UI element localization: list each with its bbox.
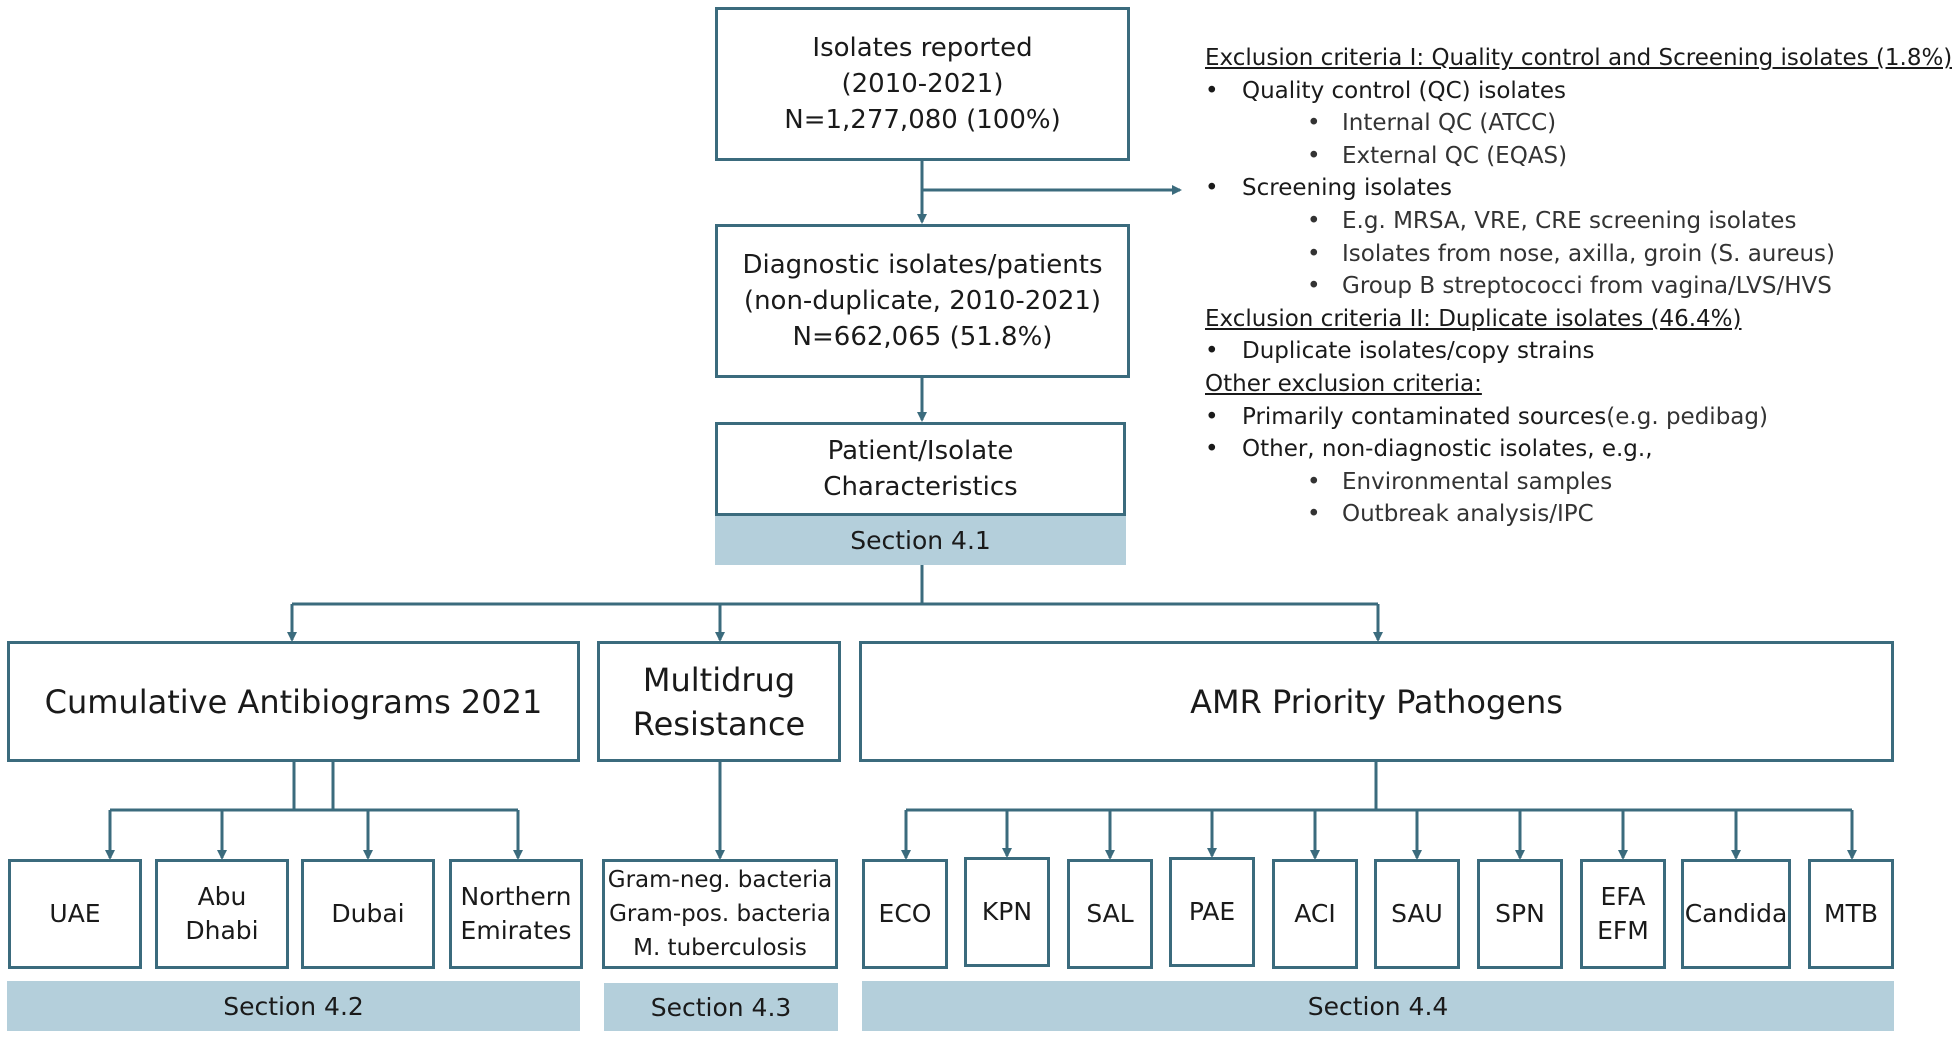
region-box-uae: UAE: [8, 859, 142, 969]
amr-priority-pathogens-box: AMR Priority Pathogens: [859, 641, 1894, 762]
amr-priority-pathogens-title: AMR Priority Pathogens: [1190, 682, 1563, 721]
bullet-icon: •: [1205, 436, 1219, 463]
bullet-icon: •: [1307, 501, 1321, 528]
cumulative-antibiograms-title: Cumulative Antibiograms 2021: [44, 682, 543, 721]
bullet-icon: •: [1307, 240, 1321, 267]
isolates-reported-box: Isolates reported (2010-2021) N=1,277,08…: [715, 7, 1130, 161]
pathogen-box-efa-efm: EFA EFM: [1580, 859, 1666, 969]
mdr-organisms-box: Gram-neg. bacteria Gram-pos. bacteria M.…: [602, 859, 838, 969]
pathogen-box-spn: SPN: [1477, 859, 1563, 969]
contaminated-sources-example: (e.g. pedibag): [1606, 403, 1768, 430]
isolates-reported-count: N=1,277,080 (100%): [784, 105, 1061, 135]
connector-arrows: [105, 160, 1857, 860]
mdr-title-line2: Resistance: [632, 704, 806, 743]
pathogen-label: SAL: [1086, 899, 1134, 928]
mdr-organism-item: Gram-pos. bacteria: [609, 901, 831, 927]
contaminated-sources-item: Primarily contaminated sources: [1242, 403, 1607, 430]
bullet-icon: •: [1205, 338, 1219, 365]
patient-characteristics-line1: Patient/Isolate: [827, 436, 1014, 466]
section-4-3-band: Section 4.3: [604, 983, 838, 1031]
region-box-abu-dhabi: Abu Dhabi: [155, 859, 289, 969]
other-exclusion-heading: Other exclusion criteria:: [1205, 370, 1482, 397]
pathogen-label: EFA EFM: [1597, 882, 1649, 945]
pathogen-label: ACI: [1294, 899, 1336, 928]
screening-example-2: Isolates from nose, axilla, groin (S. au…: [1342, 240, 1836, 267]
isolates-reported-period: (2010-2021): [841, 69, 1004, 99]
mdr-organism-item: Gram-neg. bacteria: [607, 867, 833, 893]
non-diagnostic-item: Other, non-diagnostic isolates, e.g.,: [1242, 436, 1653, 463]
environmental-samples-item: Environmental samples: [1342, 468, 1613, 495]
pathogen-label: PAE: [1188, 897, 1236, 926]
pathogen-label: SPN: [1495, 899, 1545, 928]
section-4-4-band: Section 4.4: [862, 981, 1894, 1031]
pathogen-box-mtb: MTB: [1808, 859, 1894, 969]
pathogen-box-pae: PAE: [1169, 857, 1255, 967]
section-4-1-band: Section 4.1: [715, 516, 1126, 565]
pathogen-label: KPN: [981, 897, 1033, 926]
mdr-organism-item: M. tuberculosis: [633, 935, 807, 961]
multidrug-resistance-box: Multidrug Resistance: [597, 641, 841, 762]
pathogen-box-candida: Candida: [1681, 859, 1791, 969]
diagnostic-isolates-box: Diagnostic isolates/patients (non-duplic…: [715, 224, 1130, 378]
patient-characteristics-box: Patient/Isolate Characteristics: [715, 422, 1126, 516]
patient-characteristics-line2: Characteristics: [823, 472, 1018, 502]
exclusion-criteria-1-heading: Exclusion criteria I: Quality control an…: [1205, 45, 1952, 71]
isolates-reported-title: Isolates reported: [812, 33, 1033, 63]
region-label: Abu Dhabi: [185, 882, 259, 945]
bullet-icon: •: [1307, 110, 1321, 137]
screening-isolates-item: Screening isolates: [1242, 175, 1453, 202]
exclusion-criteria-2-heading: Exclusion criteria II: Duplicate isolate…: [1205, 305, 1742, 332]
outbreak-analysis-item: Outbreak analysis/IPC: [1342, 501, 1594, 528]
pathogen-label: ECO: [878, 899, 932, 928]
diagnostic-isolates-period: (non-duplicate, 2010-2021): [743, 286, 1102, 316]
section-4-2-band: Section 4.2: [7, 981, 580, 1031]
screening-example-3: Group B streptococci from vagina/LVS/HVS: [1342, 273, 1832, 300]
mdr-title-line1: Multidrug: [642, 660, 796, 699]
pathogen-box-aci: ACI: [1272, 859, 1358, 969]
diagnostic-isolates-count: N=662,065 (51.8%): [792, 322, 1053, 352]
pathogen-box-sal: SAL: [1067, 859, 1153, 969]
bullet-icon: •: [1205, 403, 1219, 430]
exclusion-criteria-panel: Exclusion criteria I: Quality control an…: [1205, 42, 1952, 531]
pathogen-label: Candida: [1684, 899, 1788, 928]
region-label: Northern Emirates: [460, 882, 572, 945]
external-qc-item: External QC (EQAS): [1342, 142, 1568, 169]
screening-example-1: E.g. MRSA, VRE, CRE screening isolates: [1342, 207, 1797, 234]
bullet-icon: •: [1307, 207, 1321, 234]
diagnostic-isolates-title: Diagnostic isolates/patients: [742, 250, 1103, 280]
cumulative-antibiograms-box: Cumulative Antibiograms 2021: [7, 641, 580, 762]
bullet-icon: •: [1307, 468, 1321, 495]
region-label: UAE: [49, 899, 101, 928]
pathogen-box-eco: ECO: [862, 859, 948, 969]
region-box-northern-emirates: Northern Emirates: [449, 859, 583, 969]
duplicate-isolates-item: Duplicate isolates/copy strains: [1242, 338, 1595, 365]
bullet-icon: •: [1205, 77, 1219, 104]
bullet-icon: •: [1307, 273, 1321, 300]
qc-isolates-item: Quality control (QC) isolates: [1242, 77, 1567, 104]
pathogen-label: SAU: [1391, 899, 1443, 928]
bullet-icon: •: [1205, 175, 1219, 202]
internal-qc-item: Internal QC (ATCC): [1342, 110, 1557, 137]
region-label: Dubai: [331, 899, 405, 928]
pathogen-box-kpn: KPN: [964, 857, 1050, 967]
pathogen-box-sau: SAU: [1374, 859, 1460, 969]
pathogen-label: MTB: [1824, 899, 1878, 928]
bullet-icon: •: [1307, 142, 1321, 169]
region-box-dubai: Dubai: [301, 859, 435, 969]
